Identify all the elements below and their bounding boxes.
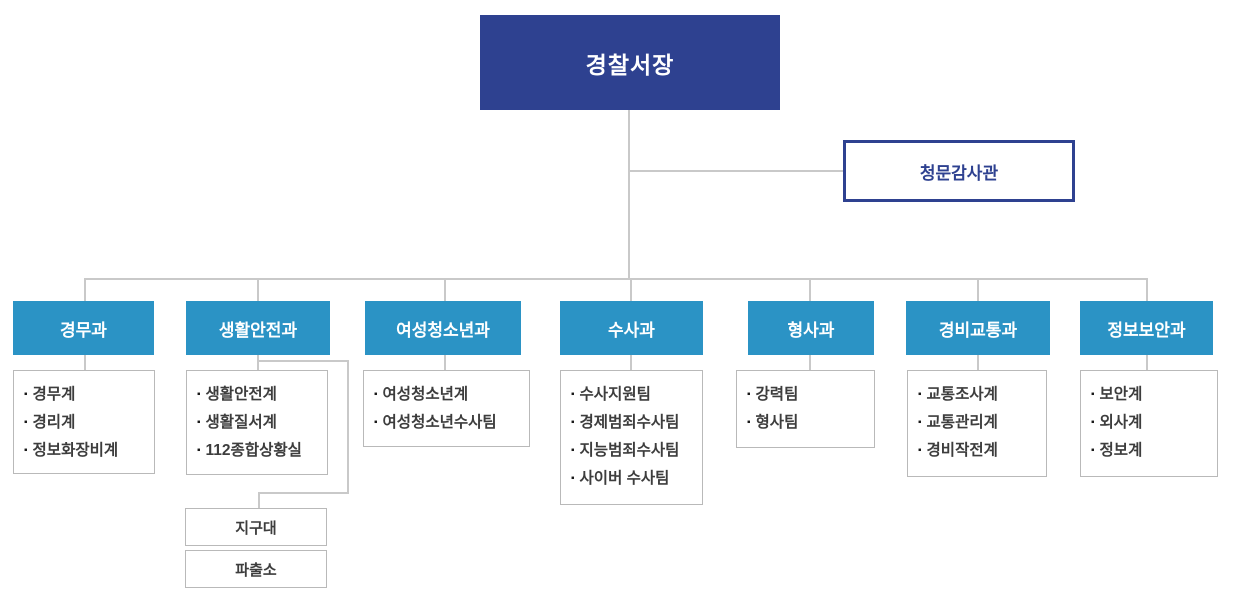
connector-line [84, 278, 86, 301]
connector-line [84, 278, 1148, 280]
district-unit-label: 지구대 [235, 519, 277, 537]
dept-6-header: 경비교통과 [906, 301, 1050, 355]
dept-2-label: 생활안전과 [218, 320, 298, 340]
district-unit-box: 지구대 [185, 508, 327, 546]
chief-label: 경찰서장 [585, 51, 675, 78]
list-item: ▪경리계 [24, 409, 150, 437]
dept-3-label: 여성청소년과 [396, 320, 490, 340]
bullet-icon: ▪ [571, 417, 575, 428]
bullet-icon: ▪ [374, 389, 378, 400]
list-item: ▪교통조사계 [918, 381, 1042, 409]
list-item: ▪사이버 수사팀 [571, 465, 698, 493]
dept-1-header: 경무과 [13, 301, 154, 355]
list-item: ▪생활질서계 [197, 409, 323, 437]
list-item: ▪보안계 [1091, 381, 1213, 409]
connector-line [629, 170, 843, 172]
dept-7-header: 정보보안과 [1080, 301, 1213, 355]
connector-line [258, 492, 349, 494]
dept-3-units-box: ▪여성청소년계 ▪여성청소년수사팀 [363, 370, 530, 447]
bullet-icon: ▪ [24, 445, 28, 456]
bullet-icon: ▪ [24, 389, 28, 400]
connector-line [1146, 355, 1148, 370]
connector-line [809, 278, 811, 301]
connector-line [630, 278, 632, 301]
list-item: ▪형사팀 [747, 409, 870, 437]
list-item: ▪경무계 [24, 381, 150, 409]
list-item: ▪경제범죄수사팀 [571, 409, 698, 437]
chief-box: 경찰서장 [480, 15, 780, 110]
connector-line [84, 355, 86, 370]
list-item: ▪외사계 [1091, 409, 1213, 437]
list-item: ▪지능범죄수사팀 [571, 437, 698, 465]
bullet-icon: ▪ [918, 445, 922, 456]
dept-2-units-box: ▪생활안전계 ▪생활질서계 ▪112종합상황실 [186, 370, 328, 475]
dept-6-units-box: ▪교통조사계 ▪교통관리계 ▪경비작전계 [907, 370, 1047, 477]
dept-4-units-box: ▪수사지원팀 ▪경제범죄수사팀 ▪지능범죄수사팀 ▪사이버 수사팀 [560, 370, 703, 505]
audit-label: 청문감사관 [919, 163, 999, 183]
bullet-icon: ▪ [571, 389, 575, 400]
bullet-icon: ▪ [374, 417, 378, 428]
dept-7-units-box: ▪보안계 ▪외사계 ▪정보계 [1080, 370, 1218, 477]
bullet-icon: ▪ [571, 473, 575, 484]
list-item: ▪교통관리계 [918, 409, 1042, 437]
connector-line [257, 360, 349, 362]
dept-6-label: 경비교통과 [938, 320, 1018, 340]
dept-1-units-box: ▪경무계 ▪경리계 ▪정보화장비계 [13, 370, 155, 474]
bullet-icon: ▪ [24, 417, 28, 428]
connector-line [347, 360, 349, 494]
bullet-icon: ▪ [1091, 417, 1095, 428]
list-item: ▪생활안전계 [197, 381, 323, 409]
connector-line [257, 278, 259, 301]
audit-box: 청문감사관 [843, 140, 1075, 202]
dept-5-units-box: ▪강력팀 ▪형사팀 [736, 370, 875, 448]
connector-line [630, 355, 632, 370]
dept-4-label: 수사과 [608, 320, 655, 340]
dept-5-label: 형사과 [787, 320, 835, 340]
connector-line [444, 278, 446, 301]
dept-2-header: 생활안전과 [186, 301, 330, 355]
bullet-icon: ▪ [747, 389, 751, 400]
substation-unit-box: 파출소 [185, 550, 327, 588]
list-item: ▪정보화장비계 [24, 437, 150, 465]
list-item: ▪여성청소년수사팀 [374, 409, 525, 437]
bullet-icon: ▪ [197, 445, 201, 456]
bullet-icon: ▪ [918, 417, 922, 428]
connector-line [257, 355, 259, 370]
dept-3-header: 여성청소년과 [365, 301, 521, 355]
connector-line [809, 355, 811, 370]
bullet-icon: ▪ [571, 445, 575, 456]
list-item: ▪경비작전계 [918, 437, 1042, 465]
dept-5-header: 형사과 [748, 301, 874, 355]
bullet-icon: ▪ [918, 389, 922, 400]
bullet-icon: ▪ [197, 389, 201, 400]
list-item: ▪여성청소년계 [374, 381, 525, 409]
connector-line [977, 278, 979, 301]
list-item: ▪정보계 [1091, 437, 1213, 465]
substation-unit-label: 파출소 [235, 561, 277, 579]
connector-line [258, 492, 260, 508]
list-item: ▪수사지원팀 [571, 381, 698, 409]
list-item: ▪112종합상황실 [197, 437, 323, 465]
bullet-icon: ▪ [1091, 389, 1095, 400]
bullet-icon: ▪ [1091, 445, 1095, 456]
dept-4-header: 수사과 [560, 301, 703, 355]
connector-line [977, 355, 979, 370]
connector-line [628, 110, 630, 279]
list-item: ▪강력팀 [747, 381, 870, 409]
dept-1-label: 경무과 [60, 320, 107, 340]
connector-line [444, 355, 446, 370]
dept-7-label: 정보보안과 [1107, 320, 1186, 340]
bullet-icon: ▪ [747, 417, 751, 428]
bullet-icon: ▪ [197, 417, 201, 428]
connector-line [1146, 278, 1148, 301]
